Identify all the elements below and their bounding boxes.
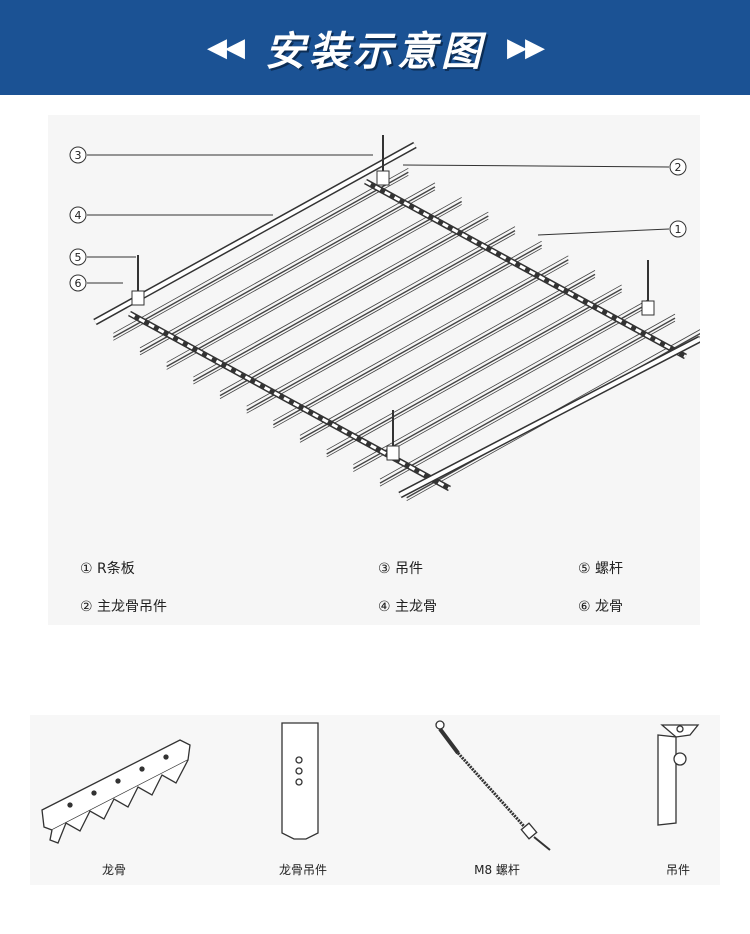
m8-screw-rod-part-icon <box>435 720 551 851</box>
legend-item-4: ④ 主龙骨 <box>378 599 438 615</box>
ceiling-strip-panel <box>166 204 462 370</box>
callout-circle <box>69 146 87 164</box>
installation-diagram-panel: 1 2 3 4 5 6 ① R条板 ② 主龙骨吊件 ③ 吊件 ④ 主龙骨 ⑤ 螺杆 ⑥ 龙… <box>48 115 700 625</box>
page-title: 安装示意图 <box>265 28 485 75</box>
ceiling-strip-panel <box>219 230 516 397</box>
legend-item-5: ⑤ 螺杆 <box>578 561 624 577</box>
hanger-part-icon <box>657 724 700 826</box>
keel-hanger-part-icon <box>281 722 319 840</box>
parts-panel: 龙骨 龙骨吊件 M8 螺杆 吊件 <box>30 715 720 885</box>
ceiling-strip-panel <box>219 233 516 399</box>
ceiling-strip-panel <box>192 215 489 382</box>
hanger <box>386 445 400 461</box>
legend-item-1: ① R条板 <box>80 561 135 577</box>
ceiling-strip-panel <box>379 317 676 484</box>
ceiling-strip-panel <box>299 273 596 440</box>
callout-number: 1 <box>675 223 682 236</box>
ceiling-strip-panel <box>139 182 436 349</box>
ceiling-strip-panel <box>272 259 569 426</box>
legend-item-6: ⑥ 龙骨 <box>578 599 624 615</box>
ceiling-strip-panel <box>166 197 462 363</box>
callout-circle <box>669 158 687 176</box>
ceiling-strip-panel <box>299 277 596 443</box>
part-label-screw-rod: M8 螺杆 <box>474 863 520 877</box>
ceiling-strip-panel <box>299 270 596 436</box>
part-label-keel: 龙骨 <box>101 863 127 877</box>
ceiling-strip-panel <box>326 288 623 455</box>
callout-number: 5 <box>75 251 82 264</box>
ceiling-strip-panel <box>166 200 463 368</box>
keel-part-icon <box>41 739 191 844</box>
ceiling-installation-drawing: 1 2 3 4 5 6 <box>69 135 700 502</box>
header-banner: ◀◀ 安装示意图 ▶▶ <box>0 0 750 95</box>
ceiling-strip-panel <box>246 244 543 411</box>
parts-drawing <box>41 720 700 851</box>
ceiling-strip-panel <box>273 255 569 422</box>
ceiling-strip-panel <box>353 299 649 465</box>
ceiling-strip-panel <box>139 186 436 353</box>
ceiling-strip-panel <box>326 284 622 451</box>
ceiling-strip-panel <box>246 247 542 414</box>
left-arrows-icon: ◀◀ <box>207 32 245 63</box>
callout-number: 6 <box>75 277 82 290</box>
ceiling-strip-panel <box>379 313 676 480</box>
hanger <box>376 170 390 186</box>
callout-circle <box>69 274 87 292</box>
ceiling-strip-panel <box>219 226 516 392</box>
keel-carrier-slots <box>128 312 451 490</box>
main-keel-inner <box>399 337 700 497</box>
ceiling-strip-panel <box>139 189 436 356</box>
hanger <box>131 290 145 306</box>
legend-item-3: ③ 吊件 <box>378 561 424 577</box>
callout-circle <box>69 206 87 224</box>
ceiling-strip-panel <box>193 218 489 385</box>
right-arrows-icon: ▶▶ <box>507 32 545 63</box>
ceiling-strip-panel <box>246 240 542 407</box>
ceiling-strip-panel <box>326 291 622 458</box>
ceiling-strip-panel <box>193 211 489 378</box>
part-label-hanger: 吊件 <box>665 863 691 877</box>
ceiling-strip-panel <box>273 262 569 429</box>
ceiling-strip-panel <box>352 302 649 470</box>
callout-circle <box>669 220 687 238</box>
ceiling-strip-panel <box>112 171 409 338</box>
ceiling-strip-panel <box>113 174 409 341</box>
main-keel-inner <box>94 143 416 324</box>
callout-leader-line <box>402 164 670 168</box>
callout-number: 4 <box>75 209 82 222</box>
keel-carrier-slots <box>364 180 687 358</box>
ceiling-strip-panel <box>379 320 676 487</box>
callout-number: 3 <box>75 149 82 162</box>
ceiling-strip-panel <box>113 167 409 334</box>
callout-number: 2 <box>675 161 682 174</box>
hanger <box>641 300 655 316</box>
callout-leader-line <box>537 228 670 236</box>
ceiling-strip-panel <box>353 306 649 472</box>
callout-circle <box>69 248 87 266</box>
legend-item-2: ② 主龙骨吊件 <box>80 599 168 615</box>
part-label-keel-hanger: 龙骨吊件 <box>278 863 328 877</box>
